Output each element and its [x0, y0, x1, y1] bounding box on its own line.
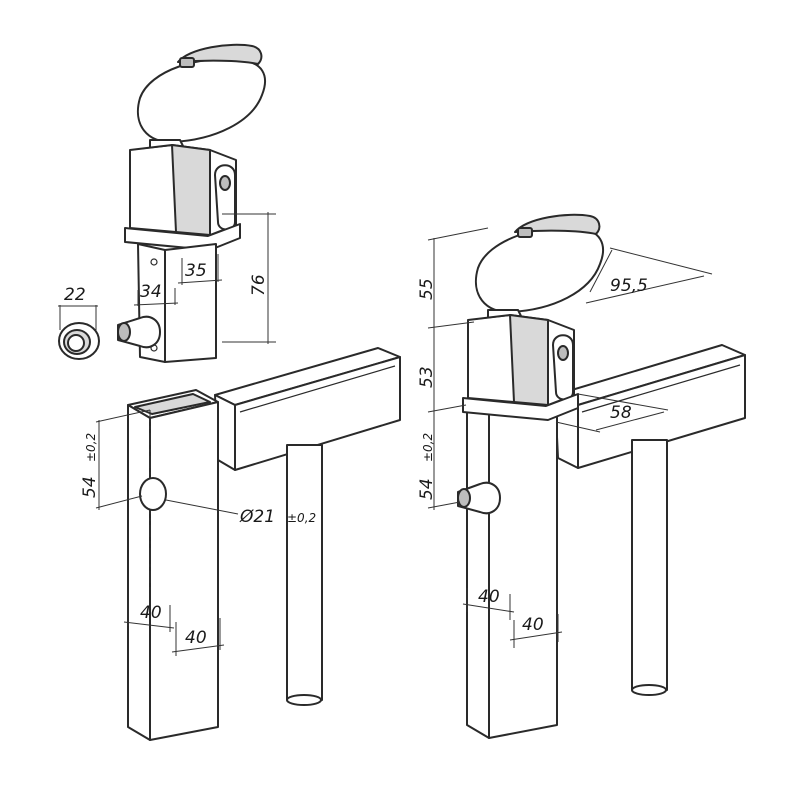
dim-hole-diameter: Ø21 [239, 507, 275, 527]
left-dimensions: 22 35 34 76 54 ±0,2 Ø21 ±0, [58, 212, 316, 656]
dim-right-post-width-b: 40 [522, 615, 544, 635]
right-assembly: 55 95,5 53 58 54 ±0,2 40 [417, 213, 746, 739]
left-round-post [286, 444, 323, 706]
left-lock-body [117, 43, 267, 363]
dim-post-width-a: 40 [140, 603, 162, 623]
right-knob [475, 226, 605, 314]
left-crossbar [214, 347, 401, 471]
right-round-post [631, 439, 668, 696]
left-assembly: 22 35 34 76 54 ±0,2 Ø21 ±0, [58, 43, 401, 741]
dim-post-offset: 54 [417, 478, 437, 500]
left-knob [137, 58, 267, 144]
right-crossbar [554, 344, 746, 469]
dim-cap-width: 22 [64, 285, 86, 305]
dim-knob-length: 95,5 [610, 276, 648, 296]
right-dimensions: 55 95,5 53 58 54 ±0,2 40 [417, 227, 713, 648]
dim-hole-offset-tol: ±0,2 [84, 433, 98, 462]
dim-hole-diameter-tol: ±0,2 [287, 511, 316, 525]
dim-knob-height: 55 [417, 278, 437, 300]
dim-insert-34: 34 [140, 282, 162, 302]
dim-body-depth: 58 [610, 403, 632, 423]
dim-body-height: 53 [417, 366, 437, 388]
left-post-hole [139, 477, 167, 511]
dim-post-width-b: 40 [185, 628, 207, 648]
dim-height-76: 76 [249, 274, 269, 296]
right-lock-body [457, 213, 605, 515]
dim-right-post-width-a: 40 [478, 587, 500, 607]
dim-post-offset-tol: ±0,2 [421, 433, 435, 462]
cap-ring [58, 322, 100, 360]
dim-insert-35: 35 [185, 261, 207, 281]
right-square-post [466, 385, 558, 739]
left-square-post [127, 389, 219, 741]
dim-hole-offset: 54 [80, 476, 100, 498]
